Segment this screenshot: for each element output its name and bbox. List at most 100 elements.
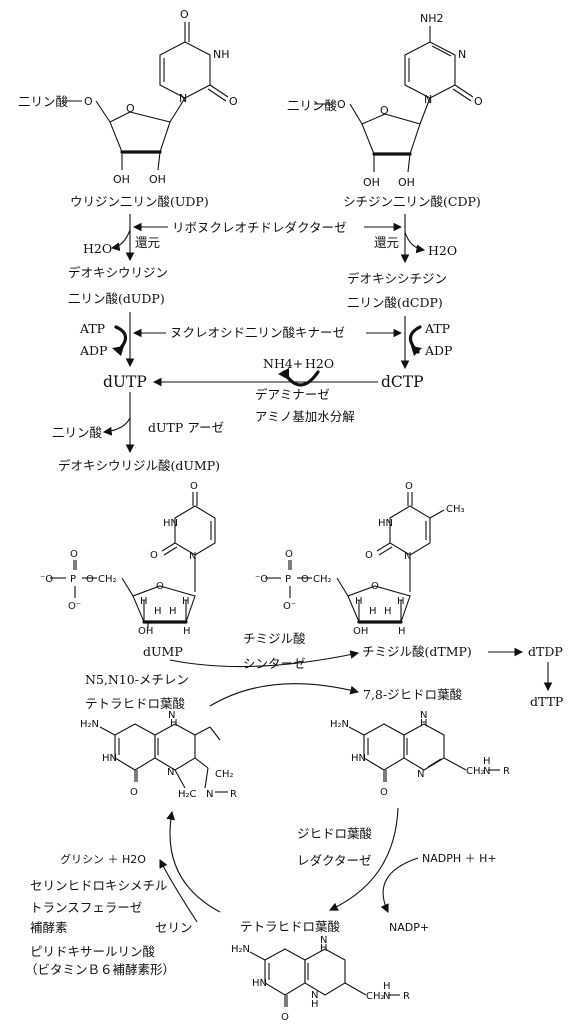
dudp-name-1: デオキシウリジン bbox=[68, 265, 168, 280]
dhfr-2: レダクターゼ bbox=[297, 853, 372, 868]
dump-h2: H bbox=[182, 596, 190, 607]
thf-label: テトラヒドロ葉酸 bbox=[240, 919, 341, 934]
dhf-hn-left: HN bbox=[351, 753, 366, 764]
nadph-to-nadp-arrow bbox=[380, 857, 419, 913]
mthf-n10: N bbox=[206, 789, 213, 800]
dhf-n-top: N bbox=[420, 710, 427, 721]
dtmp-o-left: O bbox=[365, 550, 373, 561]
thf-o: O bbox=[281, 1012, 289, 1023]
mthf-r: R bbox=[230, 789, 237, 800]
thf-n5: N bbox=[311, 990, 318, 1001]
cdp-oh-2: OH bbox=[398, 176, 415, 189]
udp-ring-oxygen-label: O bbox=[126, 102, 135, 115]
udp-name: ウリジン二リン酸(UDP) bbox=[70, 194, 209, 209]
cdp-n-label: N bbox=[458, 48, 466, 61]
dtmp-structure bbox=[265, 492, 445, 624]
dhf-label: 7,8-ジヒドロ葉酸 bbox=[363, 687, 463, 702]
udp-oxygen2-label: O bbox=[229, 95, 238, 108]
rnr-enzyme-label: リボヌクレオチドレダクターゼ bbox=[172, 220, 347, 235]
udp-nh-label: NH bbox=[213, 48, 230, 61]
dtmp-ch3: CH₃ bbox=[446, 504, 465, 515]
dutpase-label: dUTP アーゼ bbox=[148, 420, 224, 435]
dtmp-p-o-bottom: O⁻ bbox=[283, 601, 296, 612]
mthf-hn-left: HN bbox=[102, 753, 117, 764]
dtmp-name: チミジル酸(dTMP) bbox=[362, 644, 472, 659]
nadph-label: NADPH ＋ H+ bbox=[422, 852, 497, 865]
dcdp-atp-label: ATP bbox=[424, 321, 450, 336]
udp-oh-1: OH bbox=[113, 173, 130, 186]
thf-h2n: H₂N bbox=[231, 944, 250, 955]
udp-o-label: O bbox=[84, 95, 93, 108]
dump-name: デオキシウリジル酸(dUMP) bbox=[58, 458, 220, 473]
dhf-h2n: H₂N bbox=[330, 719, 349, 730]
dctp-label: dCTP bbox=[381, 373, 424, 391]
dtmp-h4: H bbox=[384, 606, 392, 617]
thf-to-mthf-arrow bbox=[166, 810, 221, 913]
mthf-n5: N bbox=[167, 767, 174, 778]
methylene-thf-2: テトラヒドロ葉酸 bbox=[85, 696, 186, 711]
dump-p-o-top: O bbox=[70, 549, 78, 560]
dump-o-left: O bbox=[150, 550, 158, 561]
cdp-structure bbox=[314, 26, 474, 173]
dudp-name-2: 二リン酸(dUDP) bbox=[68, 291, 165, 306]
dhf-r: R bbox=[503, 766, 510, 777]
dump-structure bbox=[50, 492, 216, 628]
udp-structure bbox=[62, 22, 229, 171]
dtmp-n: N bbox=[404, 551, 411, 562]
thf-r: R bbox=[403, 991, 410, 1002]
ts-enzyme-2: シンターゼ bbox=[243, 656, 306, 671]
thf-structure bbox=[249, 948, 400, 1007]
thf-n10: N bbox=[383, 991, 390, 1002]
dtmp-p-o-top: O bbox=[285, 549, 293, 560]
dtmp-oh: OH bbox=[353, 626, 368, 637]
methylene-thf-1: N5,N10-メチレン bbox=[85, 672, 189, 687]
dhf-o: O bbox=[380, 787, 388, 798]
udp-water-label: H2O bbox=[83, 241, 112, 256]
dump-h3: H bbox=[154, 606, 162, 617]
cdp-prefix: 二リン酸 bbox=[287, 98, 338, 113]
thf-n-top: N bbox=[320, 935, 327, 946]
dump-to-dtmp-arrow bbox=[169, 650, 360, 668]
cdp-water-label: H2O bbox=[428, 243, 457, 258]
deaminase-label: デアミナーゼ bbox=[255, 387, 330, 402]
mthf-to-dhf-arrow bbox=[209, 683, 360, 707]
serine-to-glycine-arrow bbox=[159, 859, 198, 923]
dump-o-link: O bbox=[86, 574, 94, 585]
pyrophosphate-label: 二リン酸 bbox=[52, 425, 103, 440]
ndk-enzyme-label: ヌクレオシド二リン酸キナーゼ bbox=[170, 325, 345, 340]
dtmp-h3: H bbox=[369, 606, 377, 617]
cdp-water-release-arrow bbox=[404, 231, 426, 254]
mthf-o: O bbox=[130, 787, 138, 798]
thf-h10: H bbox=[383, 981, 391, 992]
dhf-n10: N bbox=[483, 766, 490, 777]
dump-short-label: dUMP bbox=[143, 644, 183, 659]
udp-oh-2: OH bbox=[149, 173, 166, 186]
dhf-h10: H bbox=[483, 756, 491, 767]
dhf-ch2: CH₂ bbox=[466, 766, 485, 777]
deaminase-water-label: H2O bbox=[305, 356, 334, 371]
dump-ring-o: O bbox=[156, 581, 164, 592]
udp-n-label: N bbox=[179, 92, 187, 105]
deamination-curve bbox=[282, 370, 320, 387]
mthf-h2n: H₂N bbox=[80, 719, 99, 730]
udp-oxygen-label: O bbox=[180, 8, 189, 21]
dump-h5: H bbox=[183, 626, 191, 637]
dump-h1: H bbox=[140, 596, 148, 607]
shmt-1: セリンヒドロキシメチル bbox=[30, 878, 168, 893]
dtmp-hn: HN bbox=[378, 518, 393, 529]
glycine-label: グリシン ＋ H2O bbox=[60, 852, 146, 866]
coenzyme-label: 補酵素 bbox=[30, 920, 68, 935]
plp-2: （ビタミンＢ６補酵素形） bbox=[25, 962, 175, 977]
cdp-oxygen-label: O bbox=[474, 95, 483, 108]
cdp-reduction-label: 還元 bbox=[374, 235, 399, 250]
dudp-adp-label: ADP bbox=[79, 343, 107, 358]
dump-n: N bbox=[189, 551, 196, 562]
dump-p: P bbox=[70, 574, 76, 585]
dhf-n5: N bbox=[417, 769, 424, 780]
dump-p-o-left: ⁻O bbox=[40, 574, 53, 585]
dttp-label: dTTP bbox=[530, 694, 563, 709]
dtmp-h5: H bbox=[398, 626, 406, 637]
cdp-ring-oxygen-label: O bbox=[380, 104, 389, 117]
dtmp-o-link: O bbox=[301, 574, 309, 585]
dcdp-name-2: 二リン酸(dCDP) bbox=[347, 295, 443, 310]
